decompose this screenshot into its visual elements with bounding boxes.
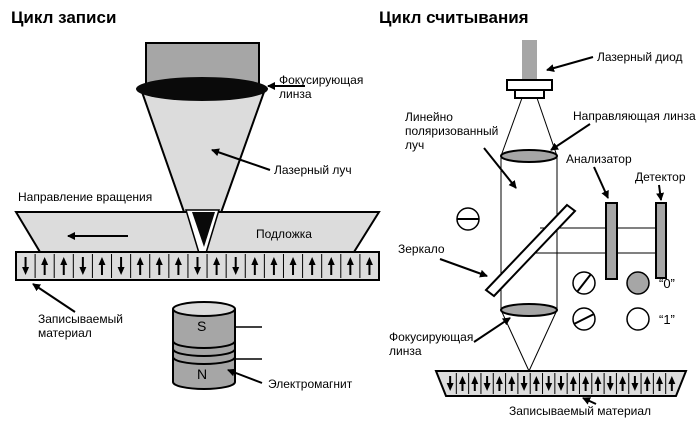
electromagnet: S N bbox=[172, 301, 262, 390]
laser-beam-label: Лазерный луч bbox=[274, 163, 352, 177]
state-1-label: “1” bbox=[659, 312, 675, 327]
pole-s-label: S bbox=[197, 318, 206, 334]
laser-diode-body bbox=[506, 79, 553, 91]
read-beam-converge-right bbox=[528, 309, 558, 372]
detector bbox=[655, 202, 667, 279]
write-beam-spot bbox=[192, 212, 215, 247]
write-magnet-arrow-9 bbox=[168, 254, 182, 278]
read-magnet-arrow-6 bbox=[505, 373, 516, 394]
read-cycle-panel: Цикл считывания bbox=[379, 8, 696, 418]
laser-diode-window bbox=[514, 89, 545, 99]
write-magnet-arrow-3 bbox=[53, 254, 68, 278]
read-beam-converge-left bbox=[500, 309, 530, 372]
laser-diode-label: Лазерный диод bbox=[597, 50, 683, 64]
read-focusing-lens bbox=[500, 303, 558, 317]
read-magnet-arrow-14 bbox=[603, 373, 614, 394]
write-focusing-lens-label: Фокусирующая линза bbox=[279, 73, 367, 101]
read-cycle-title: Цикл считывания bbox=[379, 8, 529, 27]
read-magnetization-arrows bbox=[446, 373, 676, 394]
read-magnet-arrow-13 bbox=[591, 373, 602, 394]
write-recording-material-label: Записываемый материал bbox=[38, 312, 126, 340]
detector-label: Детектор bbox=[635, 170, 686, 184]
analyzer bbox=[605, 202, 618, 280]
read-magnet-arrow-2 bbox=[455, 373, 466, 394]
read-magnet-arrow-1 bbox=[446, 376, 454, 391]
write-cycle-panel: Цикл записи S N bbox=[11, 8, 381, 391]
write-magnet-arrow-16 bbox=[302, 254, 316, 278]
guiding-lens-label: Направляющая линза bbox=[573, 109, 696, 123]
read-recording-material-label: Записываемый материал bbox=[509, 404, 651, 418]
analyzer-label: Анализатор bbox=[566, 152, 632, 166]
read-magnet-arrow-10 bbox=[554, 373, 565, 394]
state-0-indicator bbox=[626, 271, 650, 295]
laser-diode-stem bbox=[522, 40, 537, 80]
write-magnet-arrow-6 bbox=[111, 254, 125, 278]
read-magnet-arrow-8 bbox=[529, 373, 540, 394]
write-magnet-arrow-11 bbox=[206, 254, 221, 278]
write-magnet-arrow-13 bbox=[244, 254, 259, 278]
read-magnet-arrow-18 bbox=[652, 373, 664, 394]
laser-beam-leader bbox=[211, 148, 271, 171]
guiding-lens bbox=[500, 149, 558, 163]
read-magnet-arrow-4 bbox=[480, 373, 491, 394]
read-beam-diverge-left bbox=[500, 97, 523, 157]
polarization-rotated-symbol-0 bbox=[572, 271, 596, 295]
mirror-label: Зеркало bbox=[398, 242, 445, 256]
read-magnet-arrow-3 bbox=[468, 373, 479, 394]
write-magnet-arrow-8 bbox=[149, 254, 163, 278]
write-magnet-arrow-18 bbox=[340, 254, 354, 278]
linear-polarized-leader bbox=[483, 147, 517, 189]
write-magnet-arrow-5 bbox=[91, 254, 106, 278]
read-magnet-arrow-7 bbox=[517, 373, 528, 394]
read-magnet-arrow-16 bbox=[628, 373, 639, 394]
analyzer-leader bbox=[593, 166, 609, 199]
rotation-direction-label: Направление вращения bbox=[18, 190, 152, 204]
write-magnet-arrow-2 bbox=[34, 254, 49, 278]
write-magnet-arrow-10 bbox=[187, 254, 201, 278]
read-magnet-arrow-12 bbox=[578, 373, 590, 394]
polarization-rotated-symbol-1 bbox=[572, 307, 596, 331]
write-focusing-lens bbox=[136, 77, 268, 101]
write-magnet-arrow-4 bbox=[72, 254, 87, 278]
write-magnet-arrow-17 bbox=[321, 254, 335, 278]
write-magnet-arrow-1 bbox=[22, 257, 30, 275]
read-magnet-arrow-15 bbox=[615, 373, 627, 394]
write-magnetization-arrows bbox=[22, 254, 373, 278]
polarization-horizontal-symbol bbox=[456, 207, 480, 231]
detector-leader bbox=[656, 184, 665, 201]
read-magnet-arrow-11 bbox=[566, 373, 577, 394]
state-0-label: “0” bbox=[659, 276, 675, 291]
pole-n-label: N bbox=[197, 366, 207, 382]
write-magnet-arrow-14 bbox=[263, 254, 278, 278]
write-cycle-title: Цикл записи bbox=[11, 8, 116, 27]
substrate-label: Подложка bbox=[256, 227, 312, 241]
write-magnet-arrow-19 bbox=[359, 254, 373, 278]
write-magnet-arrow-15 bbox=[282, 254, 297, 278]
write-magnet-arrow-12 bbox=[225, 254, 240, 278]
electromagnet-leader bbox=[227, 368, 263, 384]
state-1-indicator bbox=[626, 307, 650, 331]
write-material-leader bbox=[32, 283, 76, 313]
electromagnet-label: Электромагнит bbox=[268, 377, 353, 391]
read-material-leader bbox=[582, 397, 597, 405]
laser-diode-leader bbox=[546, 56, 594, 72]
read-magnet-arrow-5 bbox=[492, 373, 503, 394]
linear-polarized-label: Линейно поляризованный луч bbox=[405, 110, 502, 152]
read-magnet-arrow-17 bbox=[640, 373, 651, 394]
mirror bbox=[484, 203, 577, 298]
read-focusing-lens-leader bbox=[473, 317, 511, 343]
write-magnet-arrow-7 bbox=[130, 254, 144, 278]
guiding-lens-leader bbox=[550, 123, 591, 151]
mirror-leader bbox=[439, 258, 488, 278]
read-magnet-arrow-9 bbox=[542, 373, 553, 394]
read-focusing-lens-label: Фокусирующая линза bbox=[389, 330, 477, 358]
read-magnet-arrow-19 bbox=[665, 373, 676, 394]
